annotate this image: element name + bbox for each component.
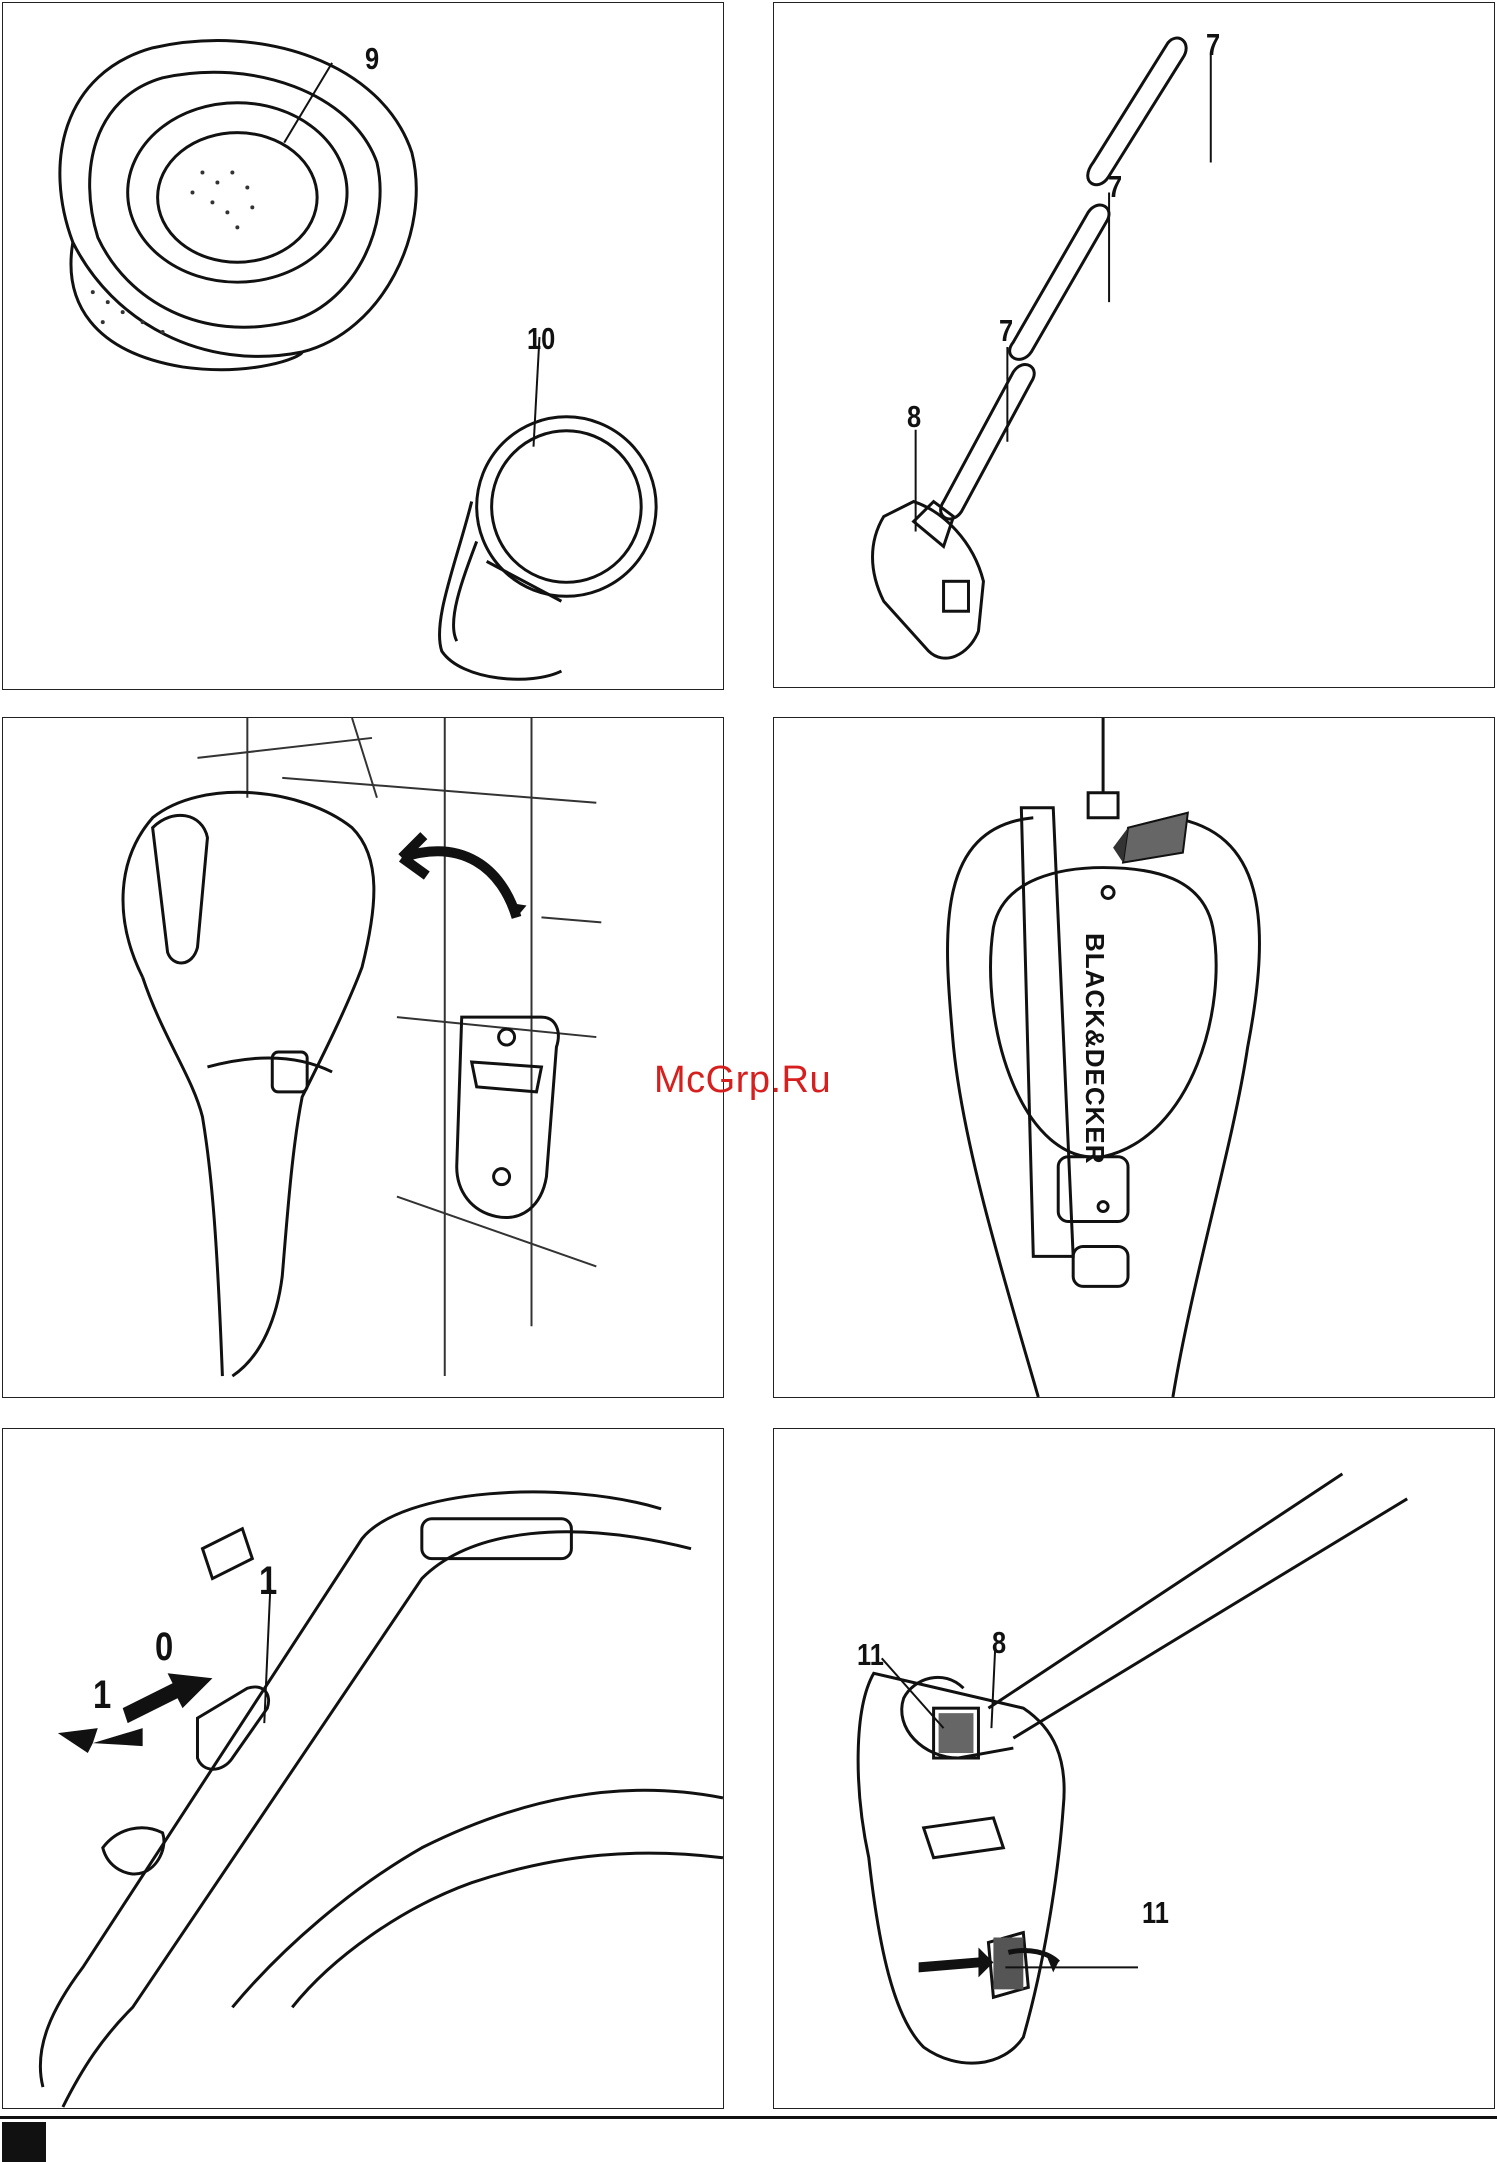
callout-10: 10 bbox=[527, 323, 555, 354]
filter-illustration bbox=[3, 3, 723, 689]
callout-8: 8 bbox=[992, 1627, 1006, 1658]
tubes-illustration bbox=[774, 3, 1494, 687]
wall-mount-illustration bbox=[3, 718, 723, 1397]
brand-logo: BLACK&DECKER bbox=[1070, 933, 1110, 1163]
panel-wall-mount bbox=[2, 717, 724, 1398]
callout-1-on: 1 bbox=[93, 1675, 111, 1715]
callout-7-top: 7 bbox=[1206, 29, 1220, 60]
page-tab bbox=[2, 2122, 46, 2162]
switch-illustration bbox=[3, 1429, 723, 2108]
callout-7-middle: 7 bbox=[1108, 171, 1122, 202]
callout-1-label: 1 bbox=[259, 1561, 277, 1601]
panel-switch: 1 0 1 bbox=[2, 1428, 724, 2109]
callout-11-bottom: 11 bbox=[1142, 1897, 1169, 1928]
panel-nozzle-release: 11 8 11 bbox=[773, 1428, 1495, 2109]
callout-7-lower: 7 bbox=[999, 315, 1013, 346]
callout-8: 8 bbox=[907, 401, 921, 432]
watermark: McGrp.Ru bbox=[654, 1059, 831, 1102]
footer-rule bbox=[0, 2116, 1497, 2119]
callout-11-top: 11 bbox=[857, 1639, 884, 1670]
panel-extension-tubes: 7 7 7 8 bbox=[773, 2, 1495, 688]
panel-charging: BLACK&DECKER bbox=[773, 717, 1495, 1398]
callout-9: 9 bbox=[365, 43, 379, 74]
nozzle-illustration bbox=[774, 1429, 1494, 2108]
callout-0-off: 0 bbox=[155, 1627, 173, 1667]
charging-illustration bbox=[774, 718, 1494, 1397]
panel-filter-assembly: 9 10 bbox=[2, 2, 724, 690]
